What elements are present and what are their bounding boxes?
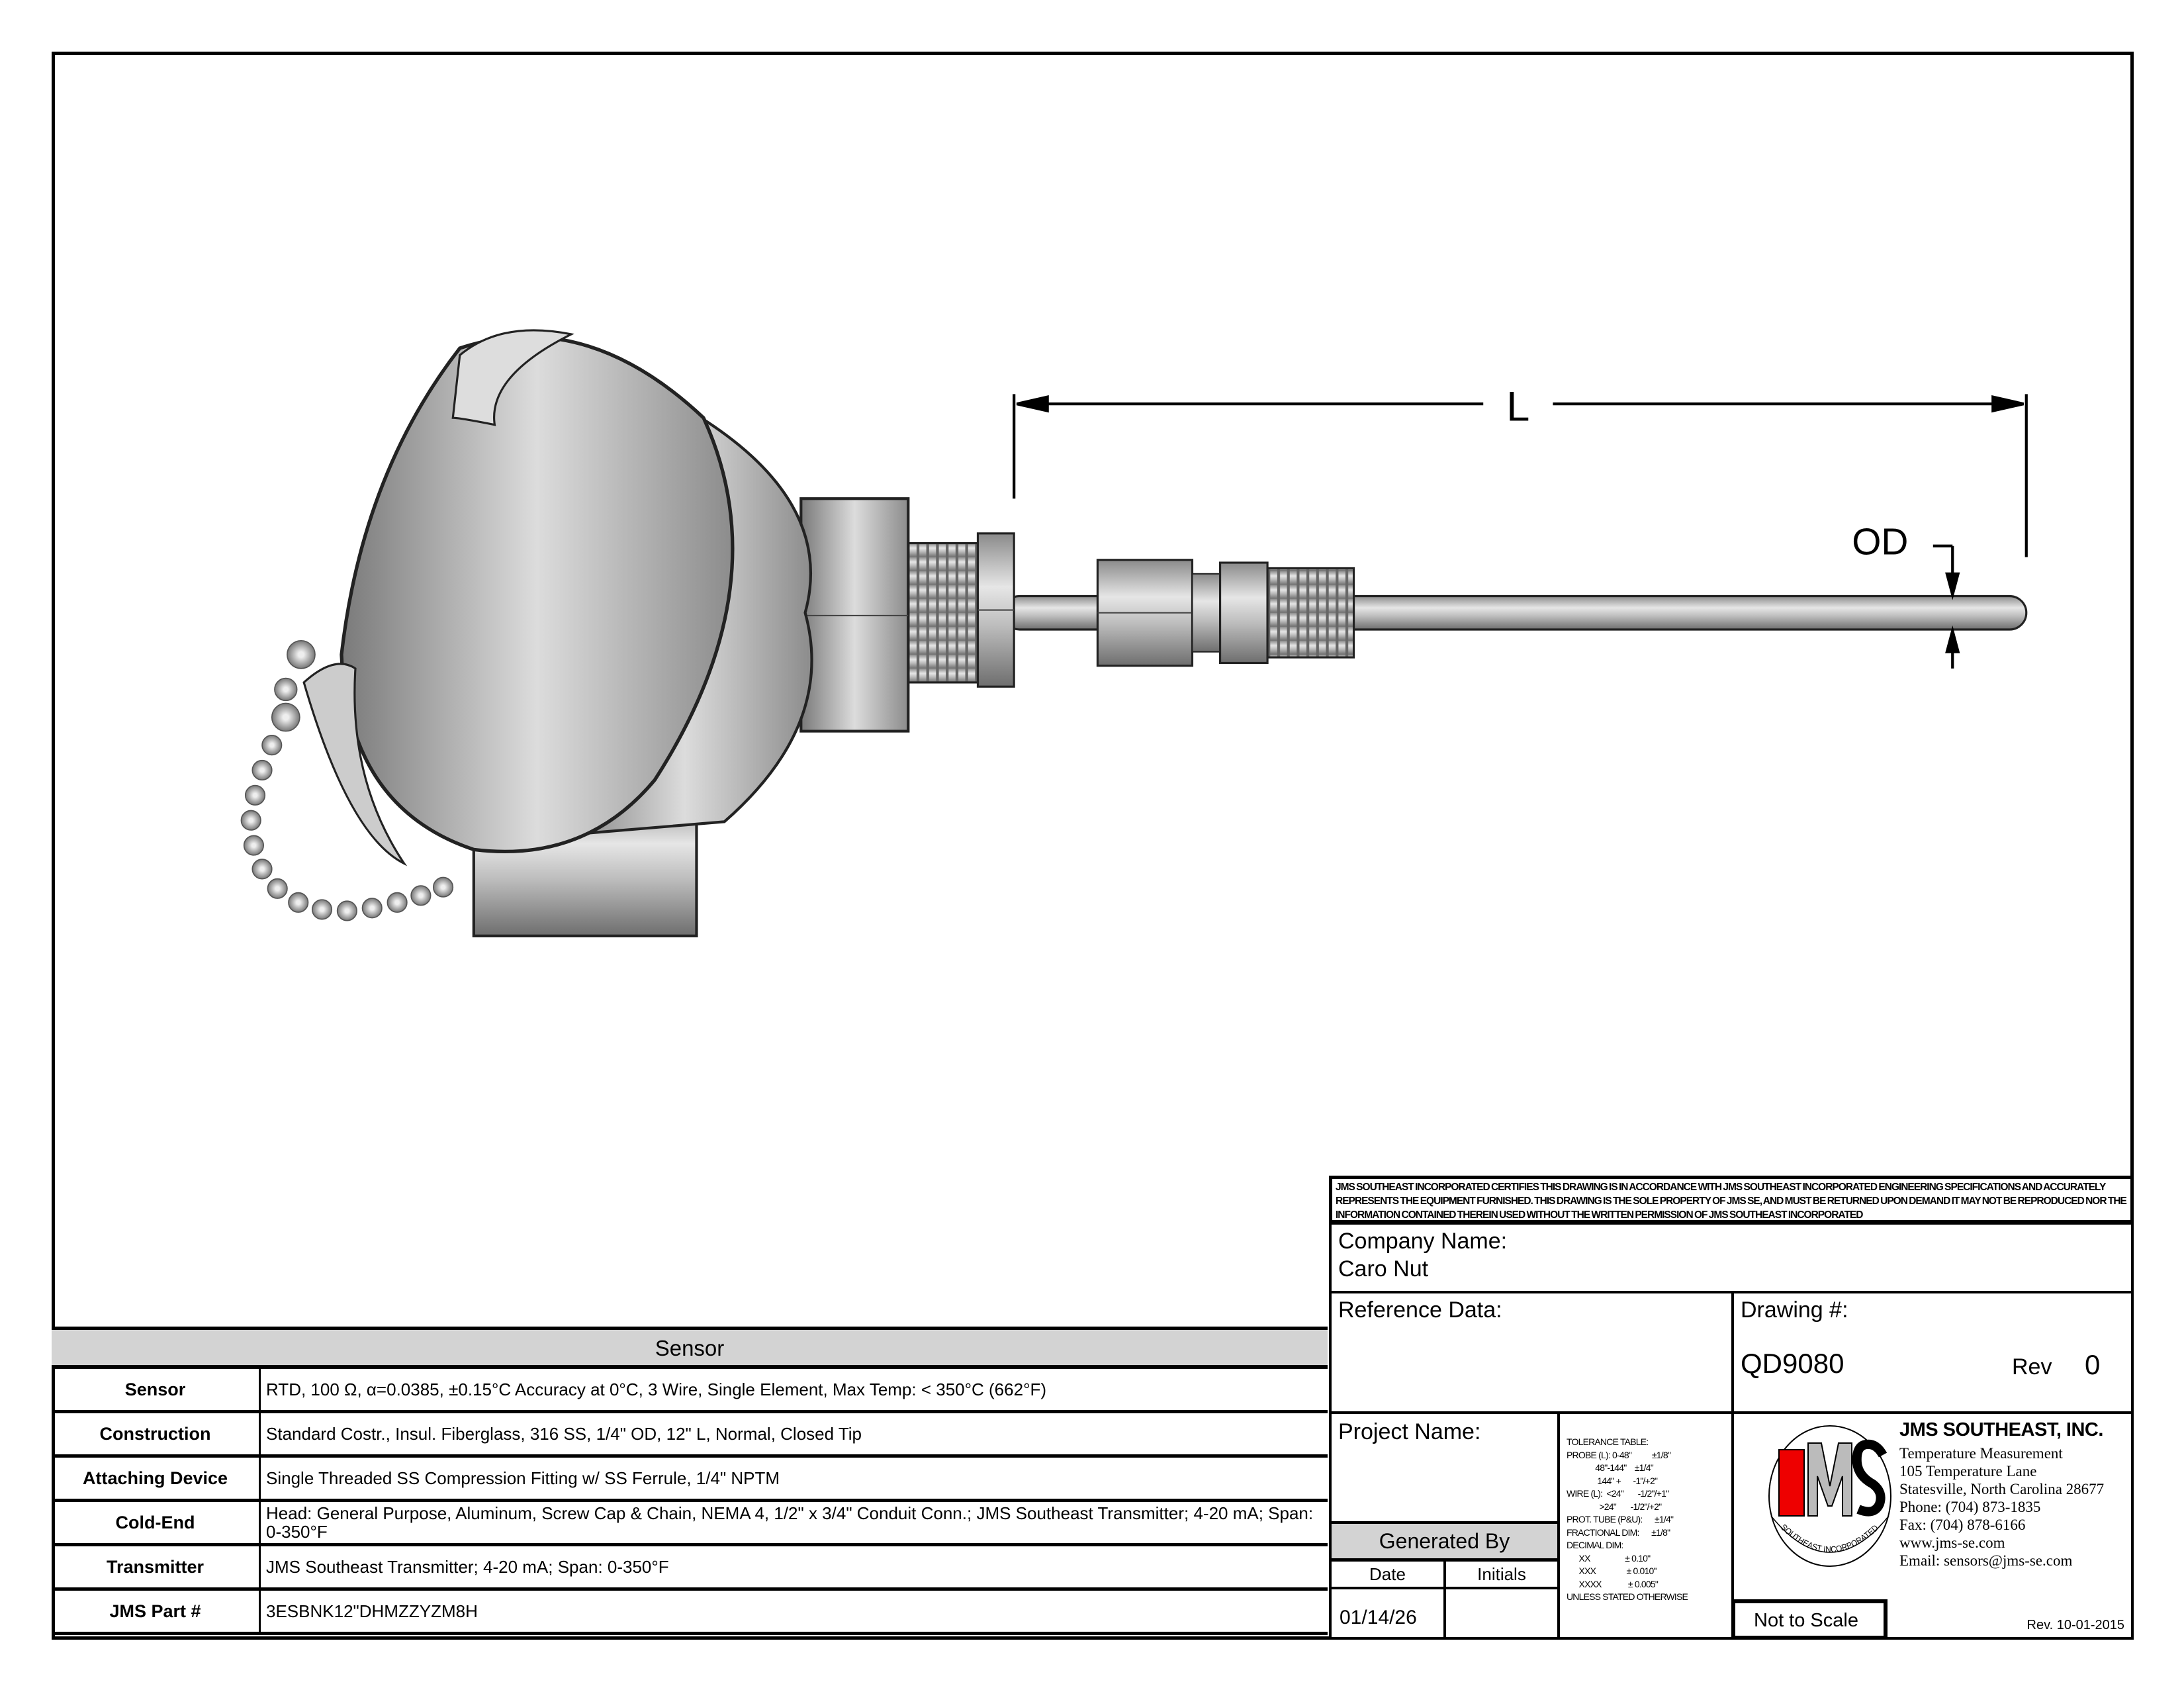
tolerance-line: XXX ± 0.010" [1567, 1566, 1657, 1576]
company-info-name: JMS SOUTHEAST, INC. [1899, 1419, 2103, 1440]
tolerance-line: >24" -1/2"/+2" [1567, 1501, 1662, 1512]
drawing-number-label: Drawing #: [1741, 1297, 1848, 1323]
tolerance-text: TOLERANCE TABLE: PROBE (L): 0-48" ±1/8" 4… [1567, 1436, 1731, 1604]
tolerance-table: TOLERANCE TABLE: PROBE (L): 0-48" ±1/8" 4… [1557, 1411, 1734, 1640]
drawing-frame [52, 52, 2134, 1640]
project-name-label: Project Name: [1338, 1419, 1481, 1444]
fax: Fax: (704) 878-6166 [1899, 1517, 2026, 1533]
logo-letter-s [1852, 1439, 1888, 1517]
row-label: Cold-End [52, 1502, 261, 1543]
tolerance-line: FRACTIONAL DIM: ±1/8" [1567, 1526, 1670, 1538]
reference-data-box: Reference Data: [1329, 1291, 1734, 1414]
address-line: 105 Temperature Lane [1899, 1463, 2037, 1479]
row-label: Transmitter [52, 1546, 261, 1587]
table-title: Sensor [52, 1327, 1328, 1369]
phone: Phone: (704) 873-1835 [1899, 1499, 2041, 1515]
tolerance-line: 48"-144" ±1/4" [1567, 1462, 1653, 1473]
cap-chain [240, 639, 454, 921]
connection-head [302, 329, 910, 937]
logo-letter-m [1807, 1442, 1852, 1517]
certification-notice: JMS SOUTHEAST INCORPORATED CERTIFIES THI… [1329, 1176, 2134, 1223]
compression-fitting [1096, 559, 1355, 667]
website-link[interactable]: www.jms-se.com [1899, 1534, 2005, 1551]
row-value: Standard Costr., Insul. Fiberglass, 316 … [266, 1424, 862, 1444]
reference-data-label: Reference Data: [1338, 1297, 1502, 1323]
row-value: RTD, 100 Ω, α=0.0385, ±0.15°C Accuracy a… [266, 1380, 1047, 1399]
rev-value: 0 [2085, 1349, 2101, 1380]
tolerance-line: DECIMAL DIM: [1567, 1540, 1623, 1550]
not-to-scale-box: Not to Scale [1731, 1599, 1888, 1640]
tolerance-line: 144" + -1"/+2" [1567, 1475, 1658, 1486]
row-value: JMS Southeast Transmitter; 4-20 mA; Span… [266, 1557, 669, 1577]
row-value: 3ESBNK12"DHMZZYZM8H [266, 1601, 478, 1621]
table-row: JMS Part #3ESBNK12"DHMZZYZM8H [52, 1591, 1328, 1635]
row-value: Single Threaded SS Compression Fitting w… [266, 1468, 780, 1488]
tolerance-line: TOLERANCE TABLE: [1567, 1436, 1649, 1447]
jms-logo: SOUTHEAST INCORPORATED [1768, 1425, 1891, 1567]
row-label: Sensor [52, 1369, 261, 1410]
email-link[interactable]: Email: sensors@jms-se.com [1899, 1552, 2073, 1569]
head-nipple [907, 532, 1015, 688]
drawing-number-value: QD9080 [1741, 1348, 1844, 1379]
row-label: Attaching Device [52, 1458, 261, 1499]
od-label: OD [1852, 521, 1908, 563]
form-revision: Rev. 10-01-2015 [2026, 1618, 2125, 1632]
tolerance-line: XX ± 0.10" [1567, 1552, 1651, 1564]
company-address: Temperature Measurement 105 Temperature … [1899, 1444, 2104, 1570]
initials-value [1443, 1587, 1560, 1640]
length-dimension [1013, 394, 2028, 669]
company-info-box: SOUTHEAST INCORPORATED JMS SOUTHEAST, IN… [1731, 1411, 2134, 1640]
address-line: Statesville, North Carolina 28677 [1899, 1481, 2105, 1497]
generated-by-header: Generated By [1329, 1521, 1560, 1561]
company-name-label: Company Name: [1338, 1229, 1508, 1254]
address-line: Temperature Measurement [1899, 1445, 2063, 1462]
tolerance-line: WIRE (L): <24" -1/2"/+1" [1567, 1488, 1669, 1499]
company-name-value: Caro Nut [1338, 1256, 1429, 1282]
row-label: Construction [52, 1413, 261, 1454]
tolerance-line: PROT. TUBE (P&U): ±1/4" [1567, 1514, 1674, 1524]
date-header: Date [1329, 1559, 1446, 1589]
tolerance-line: UNLESS STATED OTHERWISE [1567, 1591, 1688, 1602]
initials-header: Initials [1443, 1559, 1560, 1589]
date-value: 01/14/26 [1329, 1587, 1446, 1640]
drawing-number-box: Drawing #: QD9080 Rev 0 [1731, 1291, 2134, 1414]
tolerance-line: PROBE (L): 0-48" ±1/8" [1567, 1449, 1671, 1460]
row-label: JMS Part # [52, 1591, 261, 1632]
length-label: L [1506, 383, 1529, 430]
rev-label: Rev [2012, 1354, 2052, 1380]
tolerance-line: XXXX ± 0.005" [1567, 1578, 1659, 1589]
logo-letter-j [1778, 1449, 1805, 1517]
row-value: Head: General Purpose, Aluminum, Screw C… [266, 1503, 1314, 1542]
company-name-box: Company Name: Caro Nut [1329, 1222, 2134, 1293]
table-row: Sensor RTD, 100 Ω, α=0.0385, ±0.15°C Accu… [52, 1369, 1328, 1413]
